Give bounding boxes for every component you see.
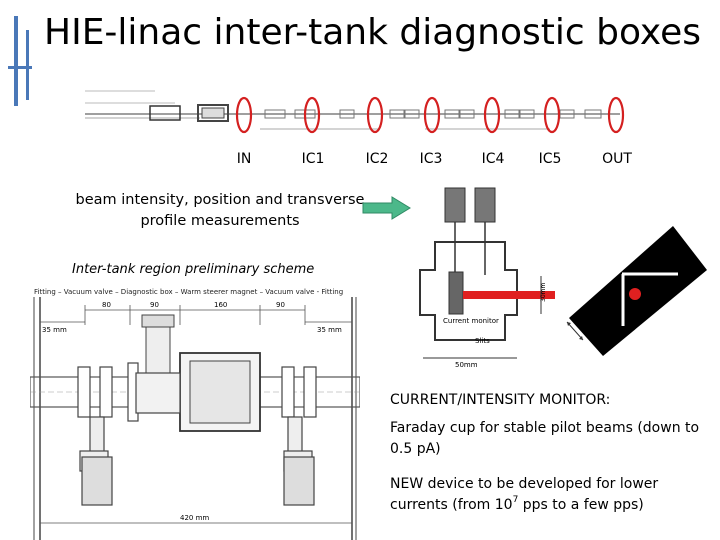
monitor-p2-suffix: pps to a few pps) [518, 497, 644, 513]
monitor-p2-prefix: NEW device to be developed for lower cur… [390, 476, 659, 513]
beamline-schematic [85, 90, 625, 134]
monitor-p2-exponent: 7 [512, 495, 519, 506]
station-label-ic2: IC2 [365, 151, 389, 167]
dim-top-1: 80 [102, 301, 111, 309]
station-marker-out [607, 96, 625, 134]
dim-height-text: 30mm [540, 283, 547, 302]
station-label-ic1: IC1 [301, 151, 325, 167]
station-label-in: IN [236, 151, 252, 167]
decor-bar-left-2 [26, 30, 29, 100]
current-monitor-diagram: 30mm Current monitor Slits 50mm [419, 187, 555, 369]
decor-bar-left [14, 16, 18, 106]
station-marker-ic5 [543, 96, 561, 134]
station-label-ic5: IC5 [538, 151, 562, 167]
dim-bottom-text: 420 mm [180, 514, 209, 522]
decor-bar-left-3 [8, 66, 32, 69]
dim-top-2: 90 [150, 301, 159, 309]
slits-label: Slits [475, 337, 490, 345]
station-label-ic3: IC3 [419, 151, 443, 167]
station-marker-ic2 [366, 96, 384, 134]
slide-title: HIE-linac inter-tank diagnostic boxes [44, 12, 701, 53]
station-marker-ic4 [483, 96, 501, 134]
station-marker-ic1 [303, 96, 321, 134]
dim-top-3: 160 [214, 301, 227, 309]
monitor-paragraph-1: Faraday cup for stable pilot beams (down… [390, 420, 700, 457]
station-marker-in [235, 96, 253, 134]
beam-measurements-caption: beam intensity, position and transverse … [75, 192, 365, 229]
inter-tank-caption: Inter-tank region preliminary scheme [72, 262, 315, 277]
station-marker-ic3 [423, 96, 441, 134]
monitor-paragraph-2: NEW device to be developed for lower cur… [390, 474, 710, 516]
dim-width-text: 50mm [455, 361, 478, 369]
inter-tank-drawing: Fitting – Vacuum valve – Diagnostic box … [30, 285, 360, 540]
monitor-heading: CURRENT/INTENSITY MONITOR: [390, 392, 611, 408]
station-label-out: OUT [602, 151, 632, 167]
dim-right-text: 35 mm [317, 326, 342, 334]
right-arrow-icon [362, 196, 411, 220]
drawing-header-text: Fitting – Vacuum valve – Diagnostic box … [34, 288, 343, 296]
beam-screen-diagram [566, 226, 707, 356]
station-label-ic4: IC4 [481, 151, 505, 167]
dim-top-4: 90 [276, 301, 285, 309]
current-monitor-label: Current monitor [443, 317, 499, 325]
dim-left-text: 35 mm [42, 326, 67, 334]
